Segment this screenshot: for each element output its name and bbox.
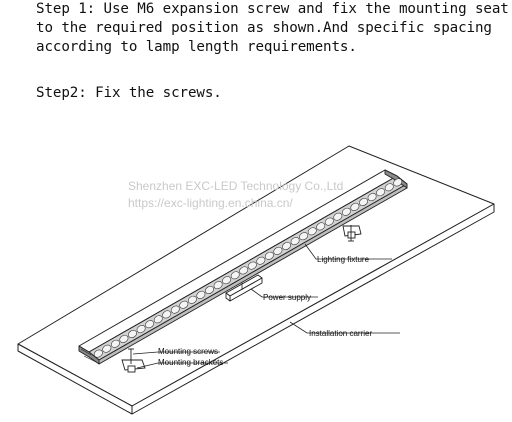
led-lens [205,286,214,294]
led-lens [145,320,155,329]
led-lens [350,202,360,211]
led-lens [213,281,223,290]
label-mounting-screws: Mounting screws [158,347,218,356]
led-lens [384,183,394,192]
leader-mounting-brackets [136,362,228,369]
led-lens [102,344,112,353]
led-lens [170,305,180,314]
far-mounting-bracket [342,225,362,239]
near-mounting-screw [128,348,134,364]
watermark-company: Shenzhen EXC-LED Technology Co.,Ltd [128,179,343,193]
led-lens [367,193,377,202]
led-lens [316,222,326,231]
led-lens [196,290,206,299]
led-lens [341,207,351,216]
step-1-text: Step 1: Use M6 expansion screw and fix t… [36,1,509,55]
led-lens [264,251,274,260]
led-lens [359,198,368,206]
step-2-text: Step2: Fix the screws. [36,85,222,101]
led-lens [273,246,283,255]
led-lens [128,330,137,338]
led-lens [239,266,249,275]
led-lens [282,242,291,250]
led-lens [110,339,120,348]
label-mounting-brackets: Mounting brackets [158,358,223,367]
label-installation-carrier: Installation carrier [309,329,372,338]
led-lens [376,188,386,197]
label-power-supply: Power supply [263,293,311,302]
leader-lines [132,243,400,369]
led-lens [162,310,172,319]
led-lens [299,232,309,241]
led-lens [179,300,189,309]
leader-mounting-screws [132,351,220,355]
led-lenses [93,178,403,358]
led-lens [187,295,197,304]
led-lens [230,271,240,280]
leader-installation-carrier [289,321,400,334]
led-lens [136,325,146,334]
led-lens [247,261,257,270]
label-lighting-fixture: Lighting fixture [317,255,370,264]
led-lens [290,237,300,246]
far-mounting-screw [348,225,354,242]
led-lens [393,178,403,187]
led-lens [222,276,232,285]
led-lens [153,315,163,324]
led-lens [256,256,266,265]
led-lens [93,349,103,358]
led-lens [333,212,343,221]
power-supply [225,274,263,302]
led-lens [324,217,334,226]
leader-lighting-fixture [304,243,392,260]
led-lens [307,227,317,236]
leader-power-supply [250,288,318,298]
led-lens [119,334,129,343]
watermark-url: https://exc-lighting.en.china.cn/ [128,196,293,210]
